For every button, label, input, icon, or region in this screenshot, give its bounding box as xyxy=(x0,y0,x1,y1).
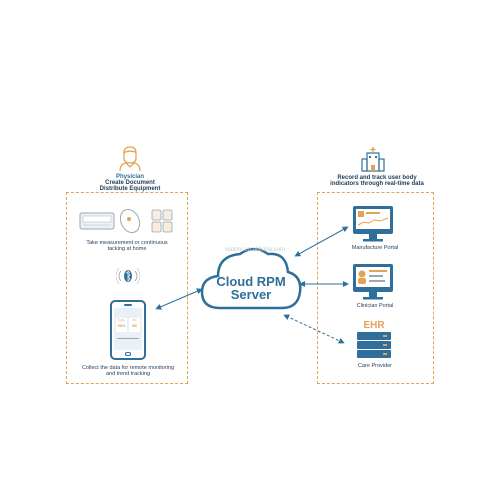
ehr-label: EHR xyxy=(363,320,385,331)
arrow-phone-cloud xyxy=(155,288,203,310)
phone-home-button xyxy=(125,352,131,356)
phone-screen: SpO₂ 96% PR 88 xyxy=(114,308,142,350)
oximeter-icon xyxy=(119,208,141,234)
ehr-server-tier-1 xyxy=(357,332,391,340)
phone-speaker xyxy=(124,304,132,306)
physician-title: Physician xyxy=(115,174,144,180)
care-provider-label: Care Provider xyxy=(358,363,392,369)
clinician-portal-label: Clinician Portal xyxy=(356,303,394,309)
cloud-label-line1: Cloud RPM xyxy=(216,274,286,289)
arrow-cloud-care xyxy=(283,314,345,344)
blood-pressure-monitor-icon xyxy=(79,212,115,230)
phone-tile-spo2-label: SpO₂ xyxy=(117,318,126,322)
manufacture-portal-monitor-icon xyxy=(353,206,393,242)
ehr-server-tier-2 xyxy=(357,341,391,349)
smartphone: SpO₂ 96% PR 88 xyxy=(110,300,146,360)
bluetooth-icon xyxy=(116,267,140,285)
phone-caption-line2: and trend tracking xyxy=(105,371,151,377)
physician-line-distribute: Distribute Equipment xyxy=(99,186,161,192)
phone-trend-line xyxy=(117,338,139,339)
phone-caption-line1: Collect the data for remote monitoring xyxy=(81,365,175,371)
phone-tile-pr-value: 88 xyxy=(132,323,137,328)
phone-tile-pr: PR 88 xyxy=(129,318,140,332)
phone-tile-pr-label: PR xyxy=(132,318,137,322)
watermark: viatom.en.alibaba.com xyxy=(224,247,286,253)
arrow-cloud-manufacture xyxy=(294,226,349,257)
ehr-server-led-2 xyxy=(383,344,387,346)
left-panel-box xyxy=(66,192,188,384)
clinician-portal-monitor-icon xyxy=(353,264,393,300)
ehr-server-icon: EHR xyxy=(355,320,393,360)
ehr-server-led-3 xyxy=(383,353,387,355)
manufacture-portal-label: Manufacture Portal xyxy=(351,245,399,251)
devices-caption-line1: Take measurement or continuous xyxy=(86,240,168,246)
hospital-building-icon xyxy=(361,147,385,172)
ehr-server-led-1 xyxy=(383,335,387,337)
right-header-line2: indicators through real-time data xyxy=(330,181,424,187)
right-panel-box xyxy=(317,192,434,384)
cloud-label-line2: Server xyxy=(230,287,272,302)
right-header-line1: Record and track user body xyxy=(337,175,417,181)
phone-tile-spo2: SpO₂ 96% xyxy=(116,318,127,332)
ecg-patch-icon xyxy=(151,209,173,233)
physician-line-create: Create Document xyxy=(105,180,155,186)
ehr-server-tier-3 xyxy=(357,350,391,358)
cloud-icon xyxy=(200,247,302,310)
physician-icon xyxy=(119,146,141,172)
devices-caption-line2: tacking at home xyxy=(107,246,147,252)
phone-tile-spo2-value: 96% xyxy=(117,323,126,328)
